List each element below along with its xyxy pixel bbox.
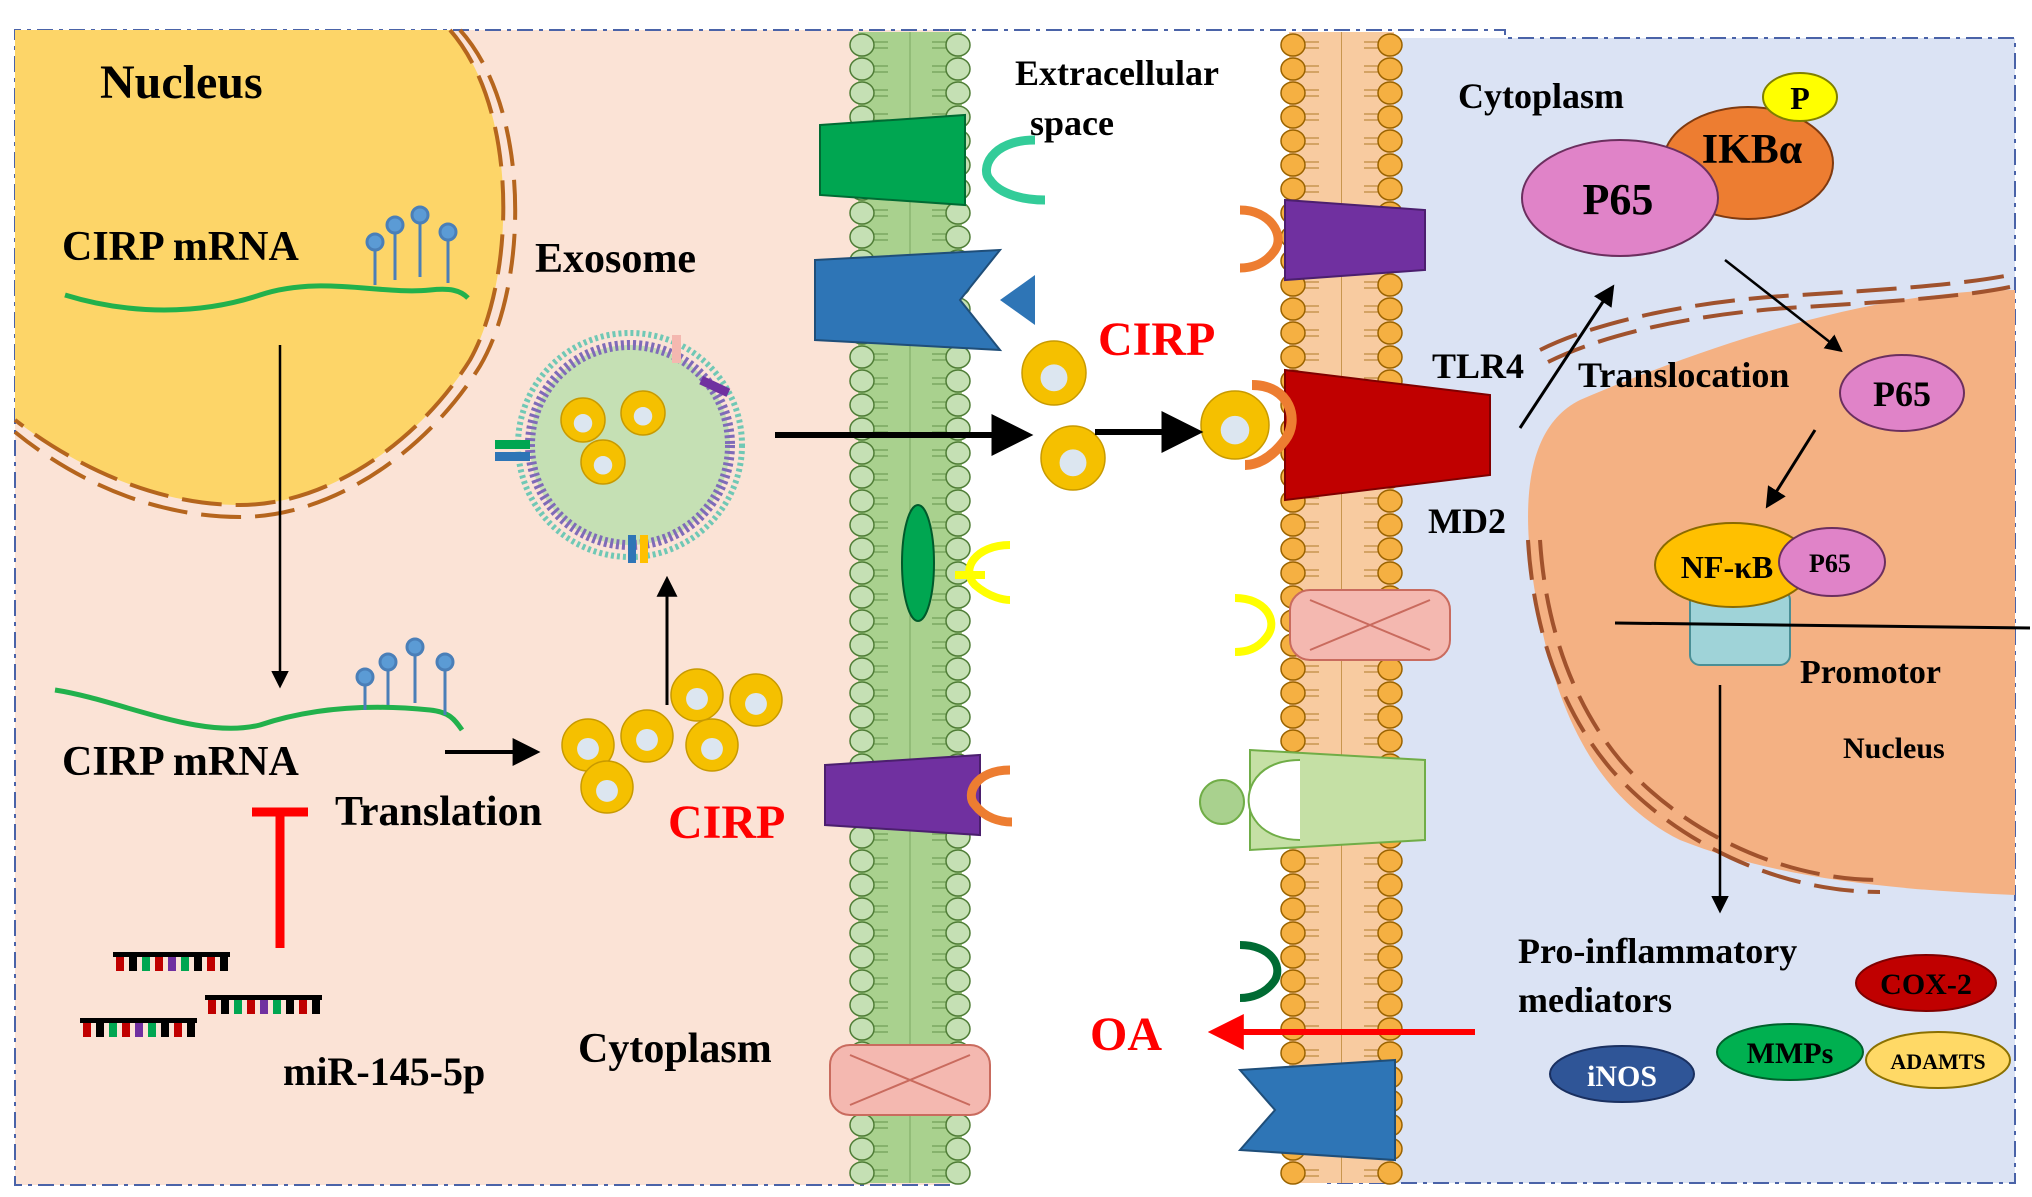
receptor-ligand <box>1199 779 1245 825</box>
extracellular-label-line2: space <box>1030 103 1114 143</box>
inos-label: iNOS <box>1587 1060 1657 1093</box>
nucleus-right-label: Nucleus <box>1843 732 1945 765</box>
cirp-protein <box>1021 340 1087 406</box>
cirp-protein <box>580 760 634 814</box>
left-blue-transporter <box>814 248 1035 352</box>
oa-label: OA <box>1090 1008 1162 1061</box>
p-phosphate <box>1762 72 1838 122</box>
nucleus-left-label: Nucleus <box>100 56 263 109</box>
nuclear-cirp-mrna <box>64 205 470 313</box>
cirp-protein <box>685 718 739 772</box>
exosome-vesicle <box>495 330 745 563</box>
arrow-tlr4-signal <box>1518 284 1615 429</box>
p65-ikba-complex <box>1521 72 1838 257</box>
cirp-extracellular-label: CIRP <box>1098 313 1215 366</box>
arrow-translocation <box>1724 259 1843 353</box>
exosome-label: Exosome <box>535 236 696 282</box>
cytoplasm-left-label: Cytoplasm <box>578 1026 772 1072</box>
right-blue-transporter <box>1237 1058 1396 1162</box>
mediators-label-line2: mediators <box>1518 980 1672 1020</box>
right-lightgreen-receptor <box>1199 748 1426 852</box>
right-pink-channel <box>1234 589 1451 661</box>
nfkb-label: NF-κB <box>1681 549 1773 585</box>
cytoplasm-right-label: Cytoplasm <box>1458 76 1624 116</box>
cirp-protein <box>670 668 724 722</box>
cirp-protein <box>1200 390 1270 460</box>
mirna-label: miR-145-5p <box>283 1049 485 1094</box>
p65-protein-top <box>1521 139 1719 257</box>
p65-mid-label: P65 <box>1873 374 1931 414</box>
right-green-receptor-small <box>1239 941 1282 1002</box>
p65-protein-small <box>1778 527 1886 597</box>
cytoplasmic-cirp-mrna <box>54 637 465 732</box>
cirp-protein <box>620 390 666 436</box>
translation-label: Translation <box>335 789 542 835</box>
nfkb-complex <box>1614 522 2031 666</box>
arrow-p65-to-nfkb <box>1765 429 1817 509</box>
cirp-proteins <box>560 340 1270 814</box>
cox2-badge <box>1855 954 1997 1012</box>
tlr4-receptor <box>1244 368 1491 502</box>
adamts-badge <box>1865 1031 2011 1089</box>
mir-145-5p-molecules <box>80 952 322 1037</box>
inos-badge <box>1549 1045 1695 1103</box>
left-purple-receptor <box>824 753 1013 837</box>
cirp-protein <box>560 397 606 443</box>
extracellular-label-line1: Extracellular <box>1015 53 1219 93</box>
left-nucleus <box>13 28 518 520</box>
promotor-label: Promotor <box>1800 654 1941 691</box>
mirna-strand <box>80 1018 197 1037</box>
cirp-protein <box>620 709 674 763</box>
top-dashed-border <box>950 29 2016 1184</box>
left-dashed-border <box>14 29 950 1186</box>
left-pink-channel <box>829 1044 991 1116</box>
mmps-label: MMPs <box>1747 1037 1834 1070</box>
cox2-label: COX-2 <box>1880 968 1972 1001</box>
cirp-protein <box>729 673 783 727</box>
cirp-mrna-cytoplasm-label: CIRP mRNA <box>62 739 299 785</box>
p65-protein-mid <box>1839 354 1965 432</box>
dna-line <box>1614 621 2031 630</box>
cirp-protein <box>580 439 626 485</box>
mmps-badge <box>1716 1023 1864 1081</box>
cirp-left-label: CIRP <box>668 796 785 849</box>
p65-top-label: P65 <box>1583 175 1654 224</box>
mirna-strand <box>205 995 322 1014</box>
tlr4-label: TLR4 <box>1432 346 1524 386</box>
translocation-label: Translocation <box>1578 355 1789 395</box>
left-green-channel <box>901 504 1011 622</box>
p65-small-label: P65 <box>1809 549 1851 578</box>
md2-label: MD2 <box>1428 501 1506 541</box>
mirna-strand <box>113 952 230 971</box>
left-green-receptor <box>819 113 1046 207</box>
cirp-mrna-nucleus-label: CIRP mRNA <box>62 224 299 270</box>
mirna-inhibition-symbol <box>252 807 308 948</box>
ikba-label: IKBα <box>1702 127 1803 173</box>
right-purple-receptor <box>1239 198 1426 282</box>
cirp-protein <box>1040 425 1106 491</box>
p-label: P <box>1790 80 1810 116</box>
adamts-label: ADAMTS <box>1890 1049 1985 1074</box>
mediators-label-line1: Pro-inflammatory <box>1518 931 1797 971</box>
